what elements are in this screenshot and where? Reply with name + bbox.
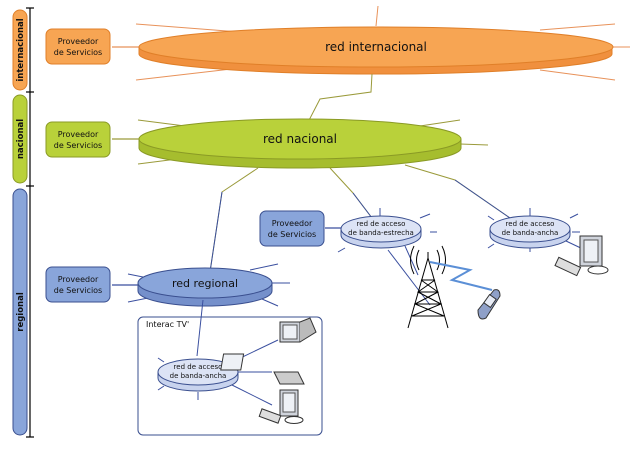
laptop-icon xyxy=(220,353,305,385)
provider-regional[interactable]: Proveedor de Servicios xyxy=(45,266,111,303)
connector-nacional-regional xyxy=(209,167,259,273)
provider-internacional[interactable]: Proveedor de Servicios xyxy=(45,28,111,65)
provider-nacional-line2: de Servicios xyxy=(54,141,102,150)
desktop-computer-icon xyxy=(554,235,609,277)
network-nacional-label: red nacional xyxy=(263,132,337,146)
interac-tv-label: Interac TV' xyxy=(146,320,189,329)
level-bar-nacional: nacional xyxy=(12,94,28,184)
level-label-internacional: internacional xyxy=(16,18,26,81)
provider-narrowband[interactable]: Proveedor de Servicios xyxy=(259,210,325,247)
level-label-nacional: nacional xyxy=(16,119,26,159)
level-bar-internacional: internacional xyxy=(12,9,28,91)
provider-nacional[interactable]: Proveedor de Servicios xyxy=(45,121,111,158)
provider-narrowband-line2: de Servicios xyxy=(268,230,316,239)
connector-regional-tv xyxy=(196,299,204,357)
spokes-narrowband xyxy=(337,208,437,306)
television-icon xyxy=(279,317,317,343)
level-axis xyxy=(26,7,34,438)
radio-tower-icon xyxy=(407,245,449,329)
network-internacional-label: red internacional xyxy=(325,40,427,54)
network-broadband-access[interactable]: red de acceso de banda-ancha xyxy=(489,215,571,249)
network-internacional[interactable]: red internacional xyxy=(138,26,614,75)
network-narrowband-line2: de banda-estrecha xyxy=(348,229,414,237)
network-tv-broadband-line2: de banda-ancha xyxy=(170,372,227,380)
provider-internacional-line1: Proveedor xyxy=(58,37,99,46)
spokes-internacional xyxy=(135,5,630,81)
connector-nacional-broadband xyxy=(404,164,511,219)
network-tv-broadband-line1: red de acceso xyxy=(174,363,223,371)
provider-nacional-line1: Proveedor xyxy=(58,130,99,139)
network-broadband-line2: de banda-ancha xyxy=(502,229,559,237)
network-tv-broadband-access[interactable]: red de acceso de banda-ancha xyxy=(157,358,239,392)
provider-internacional-line2: de Servicios xyxy=(54,48,102,57)
network-regional[interactable]: red regional xyxy=(137,267,273,307)
mobile-phone-icon xyxy=(477,289,501,320)
network-narrowband-line1: red de acceso xyxy=(357,220,406,228)
desktop-computer-icon-tv xyxy=(258,389,304,424)
network-regional-label: red regional xyxy=(172,277,238,290)
network-nacional[interactable]: red nacional xyxy=(138,118,462,169)
network-broadband-line1: red de acceso xyxy=(506,220,555,228)
connector-internacional-nacional xyxy=(304,73,373,129)
network-narrowband-access[interactable]: red de acceso de banda-estrecha xyxy=(340,215,422,249)
level-bar-regional: regional xyxy=(12,188,28,436)
wireless-signal-icon xyxy=(429,261,493,291)
provider-regional-line1: Proveedor xyxy=(58,275,99,284)
provider-narrowband-line1: Proveedor xyxy=(272,219,313,228)
provider-regional-line2: de Servicios xyxy=(54,286,102,295)
level-label-regional: regional xyxy=(16,292,26,332)
